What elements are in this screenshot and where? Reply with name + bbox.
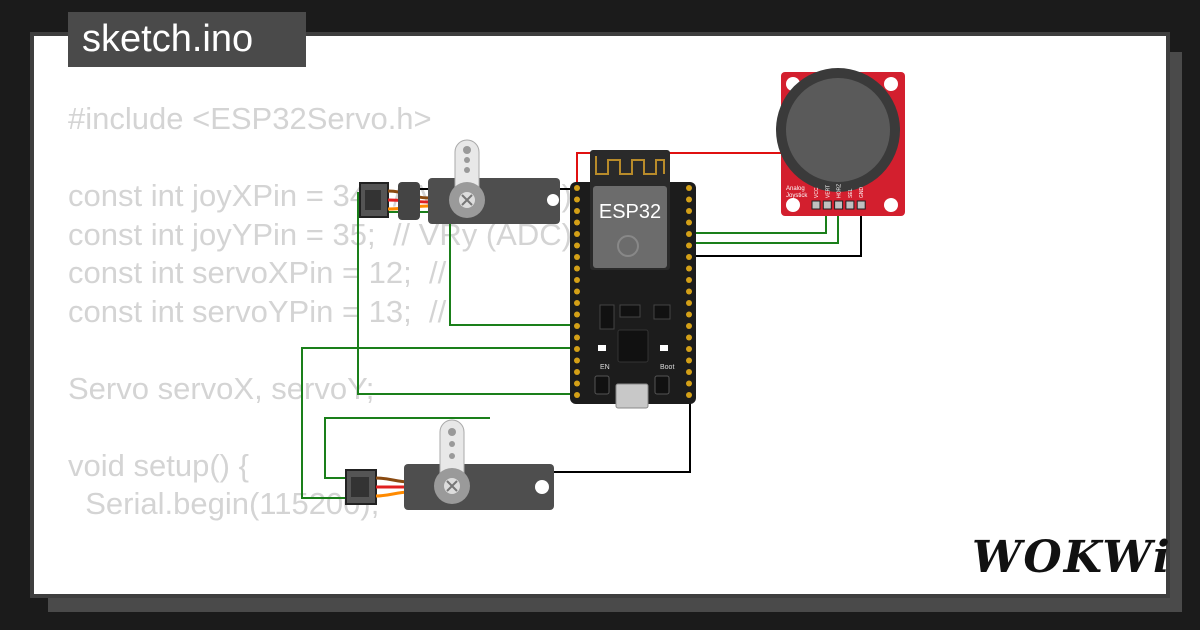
en-button-label: EN <box>600 364 610 371</box>
gpio-pin[interactable] <box>574 208 580 214</box>
en-button[interactable] <box>594 375 610 395</box>
gpio-pin[interactable] <box>686 277 692 283</box>
mount-hole-bottom-right <box>884 198 898 212</box>
gpio-pin[interactable] <box>686 300 692 306</box>
gpio-pin[interactable] <box>574 300 580 306</box>
joystick-pin-label: GND <box>859 187 865 199</box>
gpio-pin[interactable] <box>574 334 580 341</box>
wire-servo2-gnd <box>548 395 691 473</box>
joystick-pin-horz[interactable] <box>834 200 844 210</box>
gpio-pin[interactable] <box>686 311 692 318</box>
gpio-pin[interactable] <box>574 265 580 272</box>
joystick-pin-label: VCC <box>814 187 820 198</box>
joystick-pin-label: VERT <box>825 185 831 198</box>
gpio-pin[interactable] <box>574 231 580 237</box>
file-tab[interactable]: sketch.ino <box>68 12 306 67</box>
joystick-pin-label: SEL <box>848 188 854 198</box>
gpio-pin[interactable] <box>686 242 692 249</box>
usb-port[interactable] <box>615 383 649 409</box>
board-label: ESP32 <box>599 201 661 223</box>
gpio-pin[interactable] <box>574 369 580 375</box>
gpio-pin[interactable] <box>686 254 692 260</box>
gpio-pin[interactable] <box>686 288 692 295</box>
gpio-pin[interactable] <box>574 254 580 260</box>
code-line: Servo servoX, servoY; <box>68 370 375 406</box>
servo2-mount-hole <box>535 480 549 494</box>
gpio-pin[interactable] <box>686 357 692 364</box>
joystick-pin-vcc[interactable] <box>811 200 821 210</box>
gpio-pin[interactable] <box>686 346 692 352</box>
joystick-label-line2: Joystick <box>786 193 808 199</box>
servo1-mount-hole <box>547 194 559 206</box>
gpio-pin[interactable] <box>686 231 692 237</box>
pin-header-left <box>574 185 580 398</box>
gpio-pin[interactable] <box>686 208 692 214</box>
gpio-pin[interactable] <box>686 219 692 226</box>
code-line: void setup() { <box>68 447 249 483</box>
servo-motor-1[interactable] <box>359 139 560 224</box>
gpio-pin[interactable] <box>686 334 692 341</box>
servo1-mount-tab-left <box>398 182 420 220</box>
servo1-connector-pins <box>365 190 381 210</box>
wire-servo1-vcc <box>357 192 578 395</box>
wire-servo1-signal <box>385 211 578 326</box>
gpio-pin[interactable] <box>574 196 580 203</box>
usb-chip <box>617 329 649 363</box>
servo1-body <box>428 178 560 224</box>
gpio-pin[interactable] <box>686 392 692 398</box>
wire-servo2-signal <box>301 347 578 499</box>
gpio-pin[interactable] <box>574 277 580 283</box>
joystick-pin-sel[interactable] <box>845 200 855 210</box>
gpio-pin[interactable] <box>574 323 580 329</box>
gpio-pin[interactable] <box>686 185 692 191</box>
rf-shield <box>593 186 667 268</box>
analog-joystick[interactable]: Analog Joystick VCC VERT HORZ SEL GND <box>776 68 905 216</box>
code-line: #include <ESP32Servo.h> <box>68 101 432 136</box>
code-line: const int servoYPin = 13; // <box>68 293 447 329</box>
gpio-pin[interactable] <box>574 288 580 295</box>
gpio-pin[interactable] <box>574 219 580 226</box>
gpio-pin[interactable] <box>686 380 692 387</box>
file-tab-label: sketch.ino <box>82 18 254 60</box>
gpio-pin[interactable] <box>686 265 692 272</box>
gpio-pin[interactable] <box>686 196 692 203</box>
wire-gnd-black <box>690 205 862 257</box>
joystick-pin-label: HORZ <box>837 184 843 198</box>
esp32-board[interactable]: ESP32 EN Boot <box>570 150 696 409</box>
antenna-trace <box>595 156 665 175</box>
gpio-pin[interactable] <box>574 311 580 318</box>
wokwi-logo: WOKWi <box>972 532 1172 583</box>
joystick-pin-gnd[interactable] <box>856 200 866 210</box>
boot-button[interactable] <box>654 375 670 395</box>
joystick-pin-vert[interactable] <box>822 200 832 210</box>
gpio-pin[interactable] <box>574 357 580 364</box>
gpio-pin[interactable] <box>574 392 580 398</box>
code-line: Serial.begin(115200); <box>68 486 380 521</box>
gpio-pin[interactable] <box>574 346 580 352</box>
joystick-pin-header: VCC VERT HORZ SEL GND <box>811 184 866 210</box>
gpio-pin[interactable] <box>686 323 692 329</box>
mount-hole-top-right <box>884 77 898 91</box>
mount-hole-bottom-left <box>786 198 800 212</box>
boot-button-label: Boot <box>660 364 674 371</box>
pin-header-right <box>686 185 692 398</box>
gpio-pin[interactable] <box>686 369 692 375</box>
gpio-pin[interactable] <box>574 242 580 249</box>
servo-motor-2[interactable] <box>345 419 554 510</box>
wire-servo2-vcc <box>324 417 490 479</box>
joystick-label-line1: Analog <box>786 186 805 192</box>
joystick-cap[interactable] <box>786 78 890 182</box>
gpio-pin[interactable] <box>574 380 580 387</box>
code-line: const int servoXPin = 12; // <box>68 255 447 290</box>
wifi-icon <box>617 235 639 257</box>
servo2-body <box>404 464 554 510</box>
gpio-pin[interactable] <box>574 185 580 191</box>
